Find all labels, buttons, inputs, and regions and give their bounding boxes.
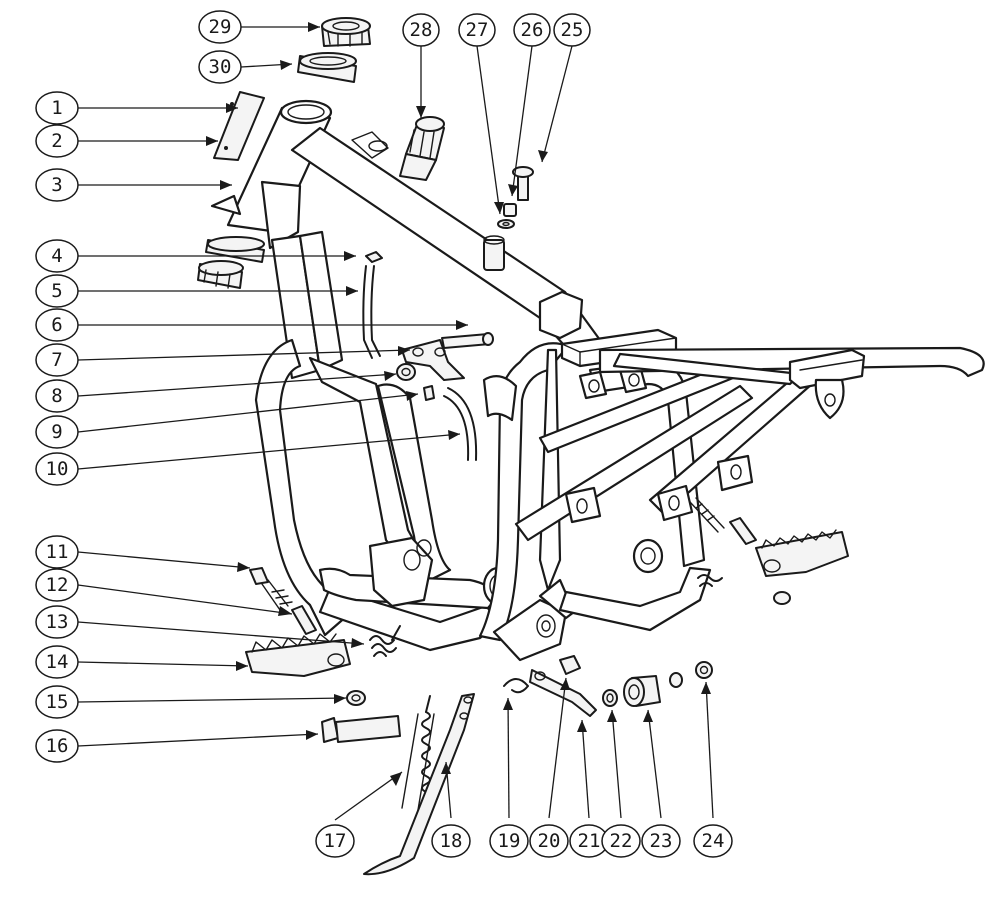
callout-29: 29 [198, 10, 242, 44]
part-lower-bearing-nut [197, 236, 265, 289]
part-12-pin [291, 605, 317, 635]
callout-6: 6 [35, 308, 79, 342]
part-5-hose [370, 265, 381, 357]
callout-1: 1 [35, 91, 79, 125]
svg-text:19: 19 [498, 830, 521, 852]
svg-text:7: 7 [51, 349, 62, 371]
callout-13: 13 [35, 605, 79, 639]
part-24-nut [695, 661, 713, 679]
leader-arrowheads [206, 22, 711, 786]
callout-15: 15 [35, 685, 79, 719]
part-15-nut [346, 690, 366, 706]
main-frame [210, 99, 985, 662]
svg-text:15: 15 [46, 691, 69, 713]
svg-text:25: 25 [561, 19, 584, 41]
part-28-lock [399, 116, 445, 181]
callout-2: 2 [35, 124, 79, 158]
part-13-spring [369, 625, 401, 657]
svg-text:24: 24 [702, 830, 725, 852]
svg-text:28: 28 [410, 19, 433, 41]
svg-text:10: 10 [46, 458, 69, 480]
svg-text:30: 30 [209, 56, 232, 78]
callout-18: 18 [431, 824, 471, 858]
callout-28: 28 [402, 13, 440, 47]
part-10-hose [443, 395, 470, 461]
part-23-spacer [623, 675, 661, 707]
callout-19: 19 [489, 824, 529, 858]
part-25-27-tank-bolt [497, 166, 534, 229]
callout-16: 16 [35, 729, 79, 763]
svg-text:29: 29 [209, 16, 232, 38]
svg-text:4: 4 [51, 245, 62, 267]
footpeg-right-assembly [689, 497, 849, 605]
svg-text:2: 2 [51, 130, 62, 152]
part-6-pin [441, 332, 494, 349]
callout-10: 10 [35, 452, 79, 486]
callout-4: 4 [35, 239, 79, 273]
part-4-fitting [365, 251, 383, 263]
svg-text:27: 27 [466, 19, 489, 41]
part-16-bolt [321, 715, 401, 743]
callout-14: 14 [35, 645, 79, 679]
part-9-fitting [423, 385, 435, 401]
svg-text:14: 14 [46, 651, 69, 673]
engine-mount [368, 536, 434, 608]
part-8-nut [396, 363, 416, 381]
part-30-bearing-ring [297, 52, 357, 83]
svg-text:20: 20 [538, 830, 561, 852]
part-18-kickstand [363, 693, 475, 876]
callout-bubbles: 1 2 3 4 5 6 7 8 9 10 11 12 13 14 15 16 2… [35, 10, 733, 858]
svg-text:6: 6 [51, 314, 62, 336]
svg-text:17: 17 [324, 830, 347, 852]
svg-text:22: 22 [610, 830, 633, 852]
callout-22: 22 [601, 824, 641, 858]
callout-30: 30 [198, 50, 242, 84]
svg-text:12: 12 [46, 574, 69, 596]
svg-text:13: 13 [46, 611, 69, 633]
svg-text:11: 11 [46, 541, 69, 563]
callout-8: 8 [35, 379, 79, 413]
svg-text:9: 9 [51, 421, 62, 443]
part-1-2-head-cover [213, 91, 265, 161]
part-20-21-lever [529, 655, 597, 717]
svg-text:5: 5 [51, 280, 62, 302]
callout-17: 17 [315, 824, 355, 858]
svg-text:3: 3 [51, 174, 62, 196]
part-29-steering-stem-nut [321, 17, 371, 47]
part-22-bushing [602, 689, 618, 707]
callout-25: 25 [553, 13, 591, 47]
callout-20: 20 [529, 824, 569, 858]
svg-text:21: 21 [578, 830, 601, 852]
part-11-bolt [249, 567, 293, 611]
svg-text:23: 23 [650, 830, 673, 852]
svg-text:18: 18 [440, 830, 463, 852]
svg-text:16: 16 [46, 735, 69, 757]
svg-text:8: 8 [51, 385, 62, 407]
callout-27: 27 [458, 13, 496, 47]
part-19-spring [503, 678, 529, 694]
callout-24: 24 [693, 824, 733, 858]
svg-text:1: 1 [51, 97, 62, 119]
callout-5: 5 [35, 274, 79, 308]
callout-26: 26 [513, 13, 551, 47]
part-14-footpeg-left [245, 633, 351, 677]
callout-3: 3 [35, 168, 79, 202]
callout-12: 12 [35, 568, 79, 602]
callout-11: 11 [35, 535, 79, 569]
part-7-bracket [401, 339, 465, 381]
svg-text:26: 26 [521, 19, 544, 41]
callout-7: 7 [35, 343, 79, 377]
callout-23: 23 [641, 824, 681, 858]
callout-9: 9 [35, 415, 79, 449]
leader-lines [77, 26, 714, 821]
